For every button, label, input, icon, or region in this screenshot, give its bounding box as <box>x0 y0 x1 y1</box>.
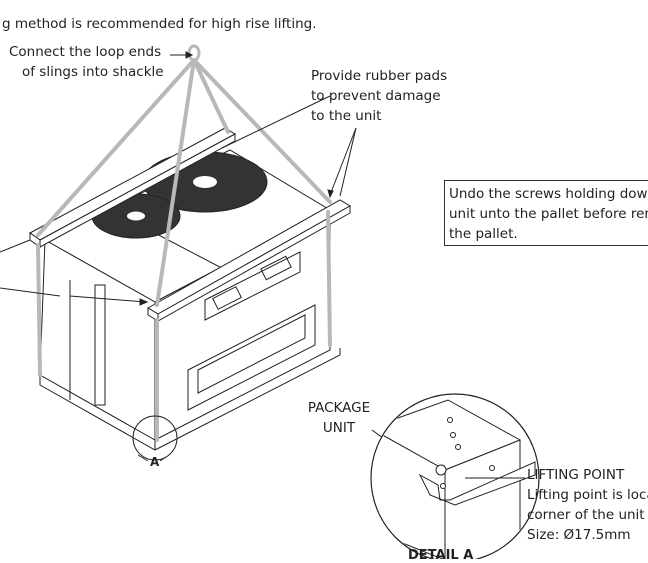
intro-text: g method is recommended for high rise li… <box>2 16 317 32</box>
shackle-note-line2: of slings into shackle <box>22 64 164 80</box>
detail-a-view <box>370 393 540 559</box>
detail-title: DETAIL A <box>408 548 474 563</box>
louver-lower <box>187 304 316 411</box>
screws-note-box: Undo the screws holding down unit unto t… <box>444 180 648 246</box>
lifting-point-title: LIFTING POINT <box>527 467 625 483</box>
rubber-pads-note-line2: to prevent damage <box>311 88 441 104</box>
screws-note-line2: unit unto the pallet before remo <box>449 206 648 222</box>
front-panel-door <box>94 284 106 406</box>
lifting-point-desc-line1: Lifting point is loca <box>527 487 648 503</box>
lifting-point-desc-line2: corner of the unit ( <box>527 507 648 523</box>
package-unit-label-line2: UNIT <box>322 420 356 436</box>
shackle <box>187 44 201 62</box>
rubber-pads-note-line3: to the unit <box>311 108 382 124</box>
package-unit-label-line1: PACKAGE <box>307 400 371 416</box>
detail-a-callout-circle <box>132 415 178 461</box>
shackle-note-line1: Connect the loop ends <box>9 44 162 60</box>
louver-upper <box>204 251 301 321</box>
screws-note-line1: Undo the screws holding down <box>449 186 648 202</box>
rubber-pads-note-line1: Provide rubber pads <box>311 68 448 84</box>
slings <box>36 58 332 442</box>
detail-marker: A <box>150 455 160 469</box>
screws-note-line3: the pallet. <box>449 226 518 242</box>
lifting-point-desc-line3: Size: Ø17.5mm <box>527 527 631 543</box>
